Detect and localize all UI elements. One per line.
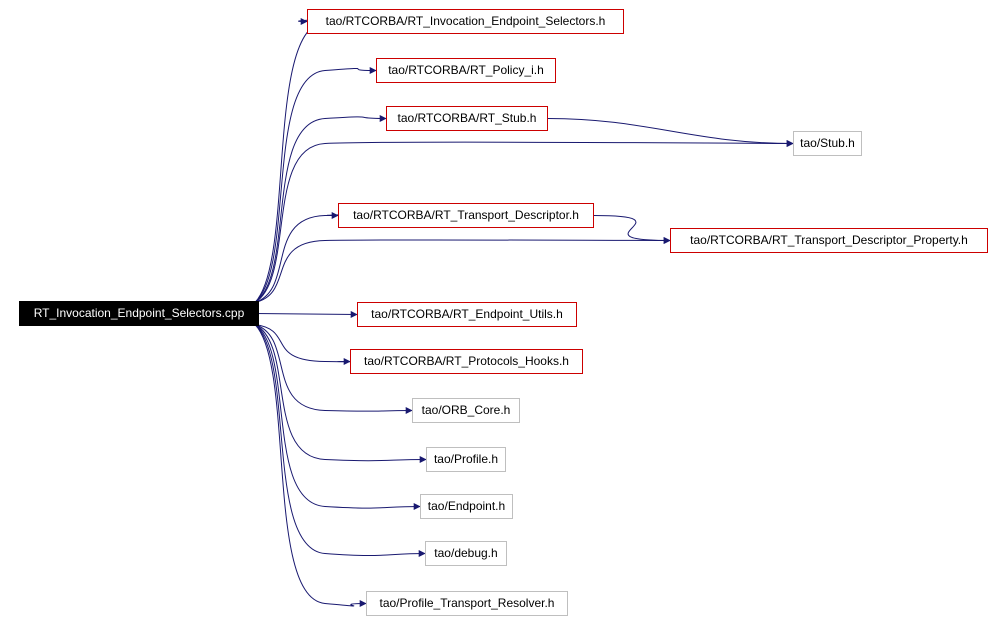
include-node[interactable]: tao/RTCORBA/RT_Policy_i.h bbox=[376, 58, 556, 83]
include-node[interactable]: tao/Profile.h bbox=[426, 447, 506, 472]
include-node[interactable]: tao/RTCORBA/RT_Transport_Descriptor_Prop… bbox=[670, 228, 988, 253]
include-node[interactable]: tao/debug.h bbox=[425, 541, 507, 566]
dependency-edge-root-n4 bbox=[254, 139, 794, 303]
include-node[interactable]: tao/ORB_Core.h bbox=[412, 398, 520, 423]
dependency-edge-n5-n6 bbox=[593, 215, 671, 244]
dependency-edge-n3-n4 bbox=[547, 118, 794, 147]
dependency-edge-root-n2 bbox=[254, 66, 377, 303]
dependency-edge-root-n1 bbox=[254, 17, 343, 303]
dependency-edge-root-n3 bbox=[254, 114, 387, 303]
dependency-edge-root-n5 bbox=[254, 211, 348, 303]
include-node[interactable]: tao/RTCORBA/RT_Invocation_Endpoint_Selec… bbox=[307, 9, 624, 34]
dependency-edge-root-n11 bbox=[254, 324, 421, 511]
include-node[interactable]: tao/RTCORBA/RT_Stub.h bbox=[386, 106, 548, 131]
dependency-edge-root-n12 bbox=[254, 324, 426, 558]
include-node[interactable]: tao/Endpoint.h bbox=[420, 494, 513, 519]
root-node-file[interactable]: RT_Invocation_Endpoint_Selectors.cpp bbox=[19, 301, 259, 326]
dependency-edge-root-n6 bbox=[254, 236, 671, 303]
include-node[interactable]: tao/RTCORBA/RT_Protocols_Hooks.h bbox=[350, 349, 583, 374]
dependency-edge-root-n9 bbox=[254, 324, 413, 415]
dependency-edge-root-n10 bbox=[254, 324, 427, 464]
include-node[interactable]: tao/Stub.h bbox=[793, 131, 862, 156]
dependency-edge-root-n7 bbox=[254, 310, 358, 318]
include-node[interactable]: tao/RTCORBA/RT_Transport_Descriptor.h bbox=[338, 203, 594, 228]
include-node[interactable]: tao/RTCORBA/RT_Endpoint_Utils.h bbox=[357, 302, 577, 327]
dependency-edge-root-n13 bbox=[254, 324, 367, 608]
include-node[interactable]: tao/Profile_Transport_Resolver.h bbox=[366, 591, 568, 616]
dependency-edge-root-n8 bbox=[254, 324, 351, 366]
